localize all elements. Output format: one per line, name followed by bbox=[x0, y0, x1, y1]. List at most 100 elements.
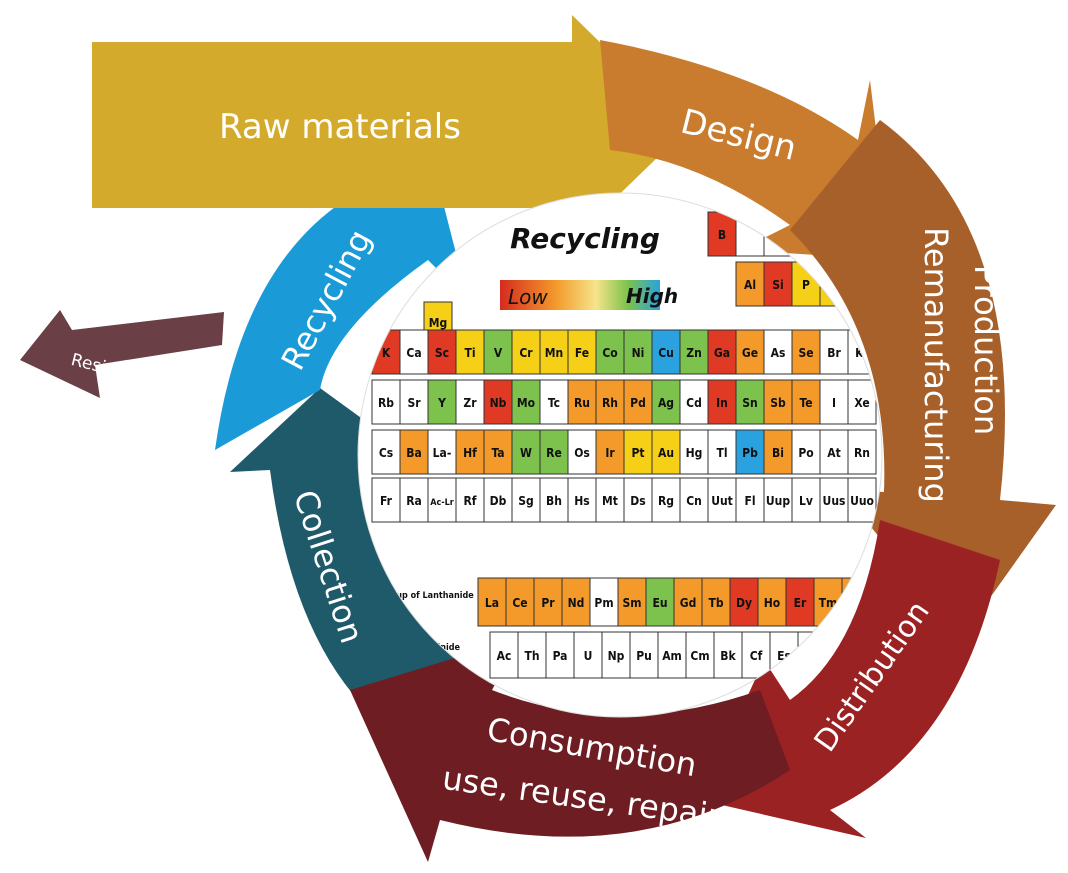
element-Fe-symbol: Fe bbox=[575, 346, 589, 360]
element-Eu-symbol: Eu bbox=[652, 596, 667, 610]
element-Ce-symbol: Ce bbox=[512, 596, 527, 610]
scale-high-label: High bbox=[626, 284, 678, 308]
element-At-cell bbox=[819, 429, 849, 475]
element-Rn-cell bbox=[847, 429, 877, 475]
element-Uuo-symbol: Uuo bbox=[850, 494, 874, 508]
element-Mg-symbol: Mg bbox=[429, 316, 447, 330]
element-Sg-cell bbox=[511, 477, 541, 523]
element-Nd-symbol: Nd bbox=[568, 596, 585, 610]
element-Ni-cell bbox=[623, 329, 653, 375]
element-Ir-symbol: Ir bbox=[605, 446, 615, 460]
element-Pa-symbol: Pa bbox=[553, 649, 568, 663]
element-Os-symbol: Os bbox=[574, 446, 590, 460]
remanufacturing-label: Remanufacturing bbox=[917, 227, 955, 503]
element-Se-symbol: Se bbox=[798, 346, 813, 360]
element-Sm-symbol: Sm bbox=[622, 596, 641, 610]
element-Tb-cell bbox=[701, 577, 731, 627]
element-Cs-cell bbox=[371, 429, 401, 475]
element-Ni-symbol: Ni bbox=[632, 346, 645, 360]
element-Sb-symbol: Sb bbox=[770, 396, 786, 410]
element-In-symbol: In bbox=[716, 396, 728, 410]
element-Uus-cell bbox=[819, 477, 849, 523]
element-Ta-cell bbox=[483, 429, 513, 475]
element-Te-cell bbox=[791, 379, 821, 425]
element-Au-cell bbox=[651, 429, 681, 475]
element-Xe-symbol: Xe bbox=[854, 396, 869, 410]
element-Sr-symbol: Sr bbox=[407, 396, 421, 410]
element-Br-symbol: Br bbox=[827, 346, 841, 360]
element-Th-symbol: Th bbox=[524, 649, 539, 663]
element-Cd-symbol: Cd bbox=[686, 396, 702, 410]
element-Pu-symbol: Pu bbox=[636, 649, 652, 663]
element-Uut-symbol: Uut bbox=[711, 494, 733, 508]
element-Pr-cell bbox=[533, 577, 563, 627]
element-Fr-symbol: Fr bbox=[380, 494, 393, 508]
element-Uup-cell bbox=[763, 477, 793, 523]
element-As-cell bbox=[763, 329, 793, 375]
element-Sm-cell bbox=[617, 577, 647, 627]
element-Pm-symbol: Pm bbox=[594, 596, 613, 610]
periodic-table-globe: BAlSiPSClMgKCaScTiVCrMnFeCoNiCuZnGaGeAsS… bbox=[357, 192, 883, 718]
element-W-symbol: W bbox=[520, 446, 532, 460]
element-Po-cell bbox=[791, 429, 821, 475]
element-Se-cell bbox=[791, 329, 821, 375]
element-B-cell bbox=[707, 211, 737, 257]
element-Np-symbol: Np bbox=[608, 649, 625, 663]
element-Xe-cell bbox=[847, 379, 877, 425]
element-W-cell bbox=[511, 429, 541, 475]
element-Zn-symbol: Zn bbox=[686, 346, 702, 360]
element-Cu-cell bbox=[651, 329, 681, 375]
element-Ti-symbol: Ti bbox=[464, 346, 475, 360]
element-Cr-symbol: Cr bbox=[519, 346, 533, 360]
element-Hs-symbol: Hs bbox=[574, 494, 589, 508]
recycling-scale-bar bbox=[500, 280, 660, 310]
element-Co-cell bbox=[595, 329, 625, 375]
element-Rb-symbol: Rb bbox=[378, 396, 394, 410]
element-Pu-cell bbox=[629, 631, 659, 679]
lanthanide-row-label: Group of Lanthanide bbox=[380, 591, 474, 601]
element-Am-cell bbox=[657, 631, 687, 679]
consumption-arrow bbox=[350, 638, 790, 862]
element-Rg-symbol: Rg bbox=[658, 494, 674, 508]
element-Cs-symbol: Cs bbox=[379, 446, 393, 460]
element-In-cell bbox=[707, 379, 737, 425]
element-Cn-symbol: Cn bbox=[686, 494, 702, 508]
element-Te-symbol: Te bbox=[799, 396, 812, 410]
element-Ag-symbol: Ag bbox=[658, 396, 674, 410]
element-Tc-cell bbox=[539, 379, 569, 425]
element-Db-cell bbox=[483, 477, 513, 523]
element-Fr-cell bbox=[371, 477, 401, 523]
element-Uup-symbol: Uup bbox=[766, 494, 790, 508]
element-Hg-symbol: Hg bbox=[686, 446, 703, 460]
element-Tb-symbol: Tb bbox=[708, 596, 723, 610]
element-Nb-symbol: Nb bbox=[490, 396, 507, 410]
element-Ga-symbol: Ga bbox=[714, 346, 730, 360]
element-Sg-symbol: Sg bbox=[518, 494, 534, 508]
element-Y-symbol: Y bbox=[437, 396, 446, 410]
element-Ti-cell bbox=[455, 329, 485, 375]
element-I-cell bbox=[819, 379, 849, 425]
element-Ac-Lr-symbol: Ac-Lr bbox=[430, 498, 454, 508]
element-Db-symbol: Db bbox=[490, 494, 507, 508]
element-Au-symbol: Au bbox=[658, 446, 674, 460]
element-Pr-symbol: Pr bbox=[541, 596, 555, 610]
element-Bi-cell bbox=[763, 429, 793, 475]
element-Sc-cell bbox=[427, 329, 457, 375]
element-Mt-symbol: Mt bbox=[602, 494, 618, 508]
element-Mt-cell bbox=[595, 477, 625, 523]
element-Nb-cell bbox=[483, 379, 513, 425]
element-Ca-symbol: Ca bbox=[406, 346, 421, 360]
element-Lv-cell bbox=[791, 477, 821, 523]
element-Zn-cell bbox=[679, 329, 709, 375]
element-Am-symbol: Am bbox=[662, 649, 682, 663]
table-title: Recycling bbox=[510, 222, 660, 255]
element-Bh-symbol: Bh bbox=[546, 494, 562, 508]
element-Eu-cell bbox=[645, 577, 675, 627]
scale-low-label: Low bbox=[508, 285, 548, 309]
element-Re-symbol: Re bbox=[546, 446, 562, 460]
element-Co-symbol: Co bbox=[602, 346, 617, 360]
element-Tl-symbol: Tl bbox=[716, 446, 727, 460]
element-Ds-cell bbox=[623, 477, 653, 523]
element-Rb-cell bbox=[371, 379, 401, 425]
raw-materials-label: Raw materials bbox=[219, 107, 461, 147]
